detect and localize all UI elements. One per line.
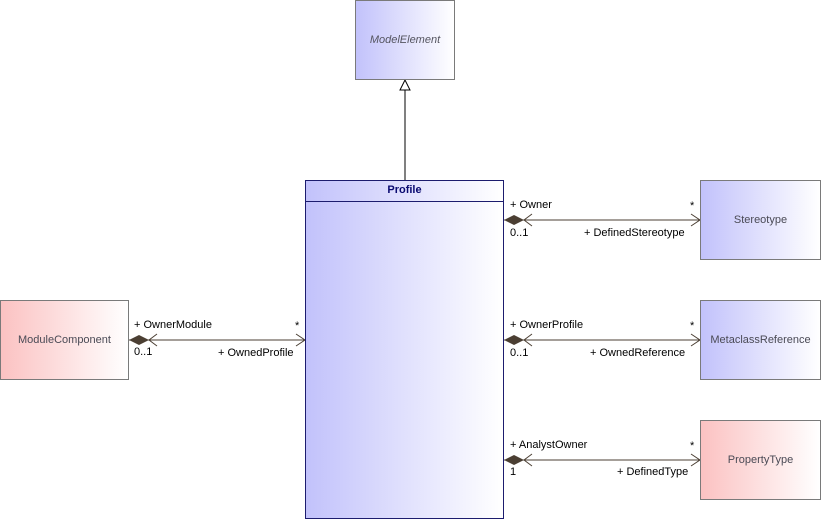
class-property-type[interactable]: PropertyType bbox=[700, 420, 821, 500]
role-owned-reference-label: + OwnedReference bbox=[590, 347, 686, 359]
open-arrow-stereotype-back bbox=[523, 213, 533, 227]
role-owner-profile-label: + OwnerProfile bbox=[510, 319, 584, 331]
role-owned-profile-label: + OwnedProfile bbox=[218, 347, 294, 359]
composition-diamond-metaclass bbox=[504, 335, 524, 345]
class-module-component[interactable]: ModuleComponent bbox=[0, 300, 129, 380]
generalization-arrowhead bbox=[399, 78, 411, 91]
role-defined-type-label: + DefinedType bbox=[617, 466, 689, 478]
class-stereotype[interactable]: Stereotype bbox=[700, 180, 821, 260]
open-arrow-metaclass-back bbox=[523, 333, 533, 347]
class-profile[interactable]: Profile bbox=[305, 180, 504, 519]
class-property-type-label: PropertyType bbox=[727, 454, 794, 466]
multiplicity-owner-module-label: 0..1 bbox=[134, 346, 153, 358]
class-profile-title: Profile bbox=[306, 181, 503, 202]
composition-diamond-stereotype bbox=[504, 215, 524, 225]
class-module-component-label: ModuleComponent bbox=[18, 334, 111, 346]
class-metaclass-reference[interactable]: MetaclassReference bbox=[700, 300, 821, 380]
role-owner-label: + Owner bbox=[510, 199, 552, 211]
role-owner-module-label: + OwnerModule bbox=[134, 319, 212, 331]
class-metaclass-reference-label: MetaclassReference bbox=[710, 334, 811, 346]
class-stereotype-label: Stereotype bbox=[733, 214, 788, 226]
multiplicity-owned-profile-label: * bbox=[295, 320, 300, 332]
class-model-element-label: ModelElement bbox=[369, 34, 441, 46]
role-analyst-owner-label: + AnalystOwner bbox=[510, 439, 588, 451]
multiplicity-owned-reference-label: * bbox=[690, 320, 695, 332]
class-model-element[interactable]: ModelElement bbox=[355, 0, 455, 80]
multiplicity-owner-profile-label: 0..1 bbox=[510, 347, 529, 359]
open-arrow-module-back bbox=[148, 333, 158, 347]
open-arrow-property-type-back bbox=[523, 453, 533, 467]
multiplicity-defined-type-label: * bbox=[690, 440, 695, 452]
composition-diamond-property-type bbox=[504, 455, 524, 465]
multiplicity-analyst-owner-label: 1 bbox=[510, 466, 517, 478]
multiplicity-defined-stereotype-label: * bbox=[690, 200, 695, 212]
composition-diamond-module bbox=[129, 335, 149, 345]
role-defined-stereotype-label: + DefinedStereotype bbox=[584, 227, 685, 239]
multiplicity-owner-label: 0..1 bbox=[510, 227, 529, 239]
